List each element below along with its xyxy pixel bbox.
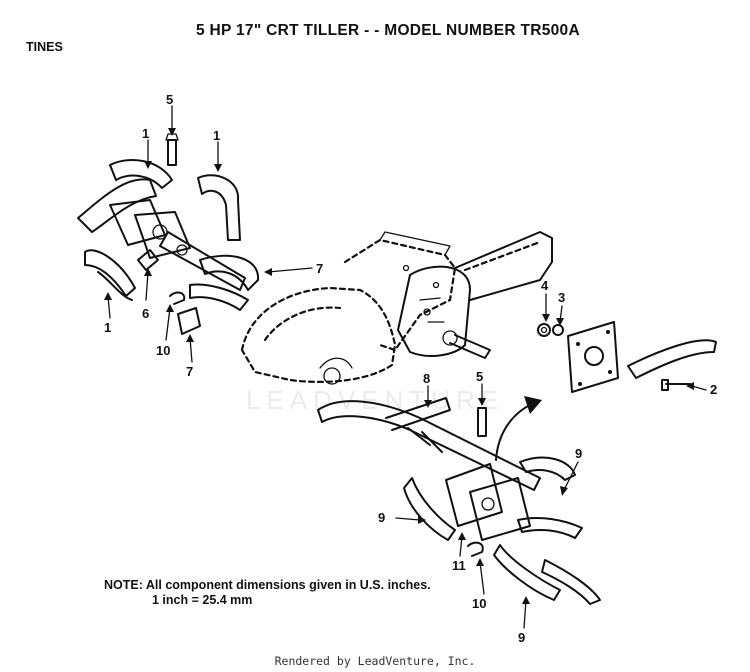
callout-3: 3 (558, 290, 565, 305)
note-line-1: NOTE: All component dimensions given in … (104, 578, 431, 592)
side-plate-assembly (537, 321, 717, 393)
callout-2: 2 (710, 382, 717, 397)
callout-1-bottom: 1 (104, 320, 111, 335)
tine-assembly-right (317, 396, 601, 605)
callout-4: 4 (541, 278, 549, 293)
diagram-title: 5 HP 17" CRT TILLER - - MODEL NUMBER TR5… (196, 22, 580, 39)
callout-1-left: 1 (142, 126, 149, 141)
section-label: TINES (26, 40, 63, 54)
callout-7-right: 7 (316, 261, 323, 276)
dimension-note: NOTE: All component dimensions given in … (104, 578, 431, 608)
watermark: LEADVENTURE (246, 385, 505, 415)
callout-7-bottom: 7 (186, 364, 193, 379)
callout-6: 6 (142, 306, 149, 321)
callout-arrows (104, 105, 707, 629)
callout-5-bottom: 5 (476, 369, 483, 384)
callout-10-left: 10 (156, 343, 170, 358)
callout-10-bottom: 10 (472, 596, 486, 611)
callout-11: 11 (452, 558, 466, 573)
tiller-body (240, 231, 553, 385)
callout-9-bottom: 9 (518, 630, 525, 645)
callout-9-right: 9 (575, 446, 582, 461)
callout-9-left: 9 (378, 510, 385, 525)
callout-1-right: 1 (213, 128, 220, 143)
callout-5-top: 5 (166, 92, 173, 107)
note-line-2: 1 inch = 25.4 mm (152, 593, 253, 607)
tine-assembly-left (77, 133, 260, 335)
callout-labels: 5 1 1 7 6 1 10 7 4 3 2 8 5 9 9 11 10 9 (104, 92, 717, 645)
footer-credit: Rendered by LeadVenture, Inc. (274, 654, 476, 668)
callout-8: 8 (423, 371, 430, 386)
